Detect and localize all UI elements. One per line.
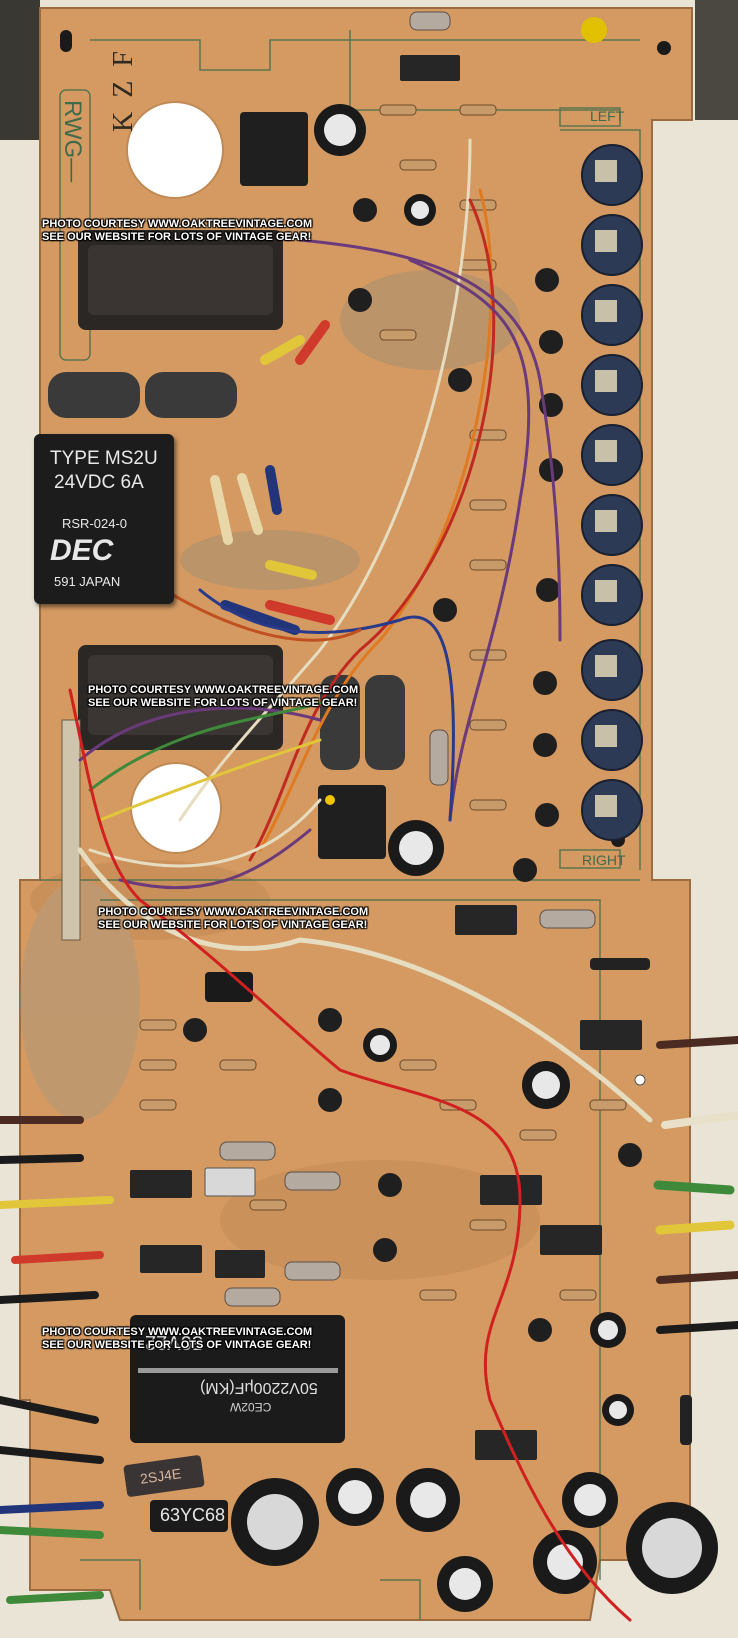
watermark-2: PHOTO COURTESY WWW.OAKTREEVINTAGE.COM SE… bbox=[88, 684, 358, 710]
relay-part-no: RSR-024-0 bbox=[62, 516, 128, 531]
big-cap-marking-1: 50V2200μF(KM) bbox=[200, 1379, 318, 1396]
filter-capacitor bbox=[130, 1315, 345, 1443]
label-right: RIGHT bbox=[582, 852, 626, 868]
watermark-line1: PHOTO COURTESY WWW.OAKTREEVINTAGE.COM bbox=[42, 1326, 313, 1338]
watermark-line1: PHOTO COURTESY WWW.OAKTREEVINTAGE.COM bbox=[88, 684, 359, 696]
power-transistors bbox=[130, 55, 642, 1460]
resistors bbox=[139, 11, 627, 1307]
slot-hole bbox=[60, 30, 72, 52]
scanner-edge-left bbox=[0, 0, 40, 140]
watermark-3: PHOTO COURTESY WWW.OAKTREEVINTAGE.COM SE… bbox=[98, 906, 368, 932]
film-capacitor-a bbox=[123, 1455, 205, 1497]
electrolytic-caps bbox=[205, 104, 718, 1612]
silkscreen-kzf: KZF bbox=[108, 37, 139, 132]
transistors bbox=[183, 198, 642, 1342]
relay-origin: 591 JAPAN bbox=[54, 574, 121, 589]
fuse-holder bbox=[145, 372, 237, 418]
watermark-line1: PHOTO COURTESY WWW.OAKTREEVINTAGE.COM bbox=[42, 218, 313, 230]
bridge-rectifier bbox=[240, 112, 308, 186]
mounting-hole-top bbox=[126, 101, 224, 199]
mounting-hole-middle bbox=[130, 762, 222, 854]
big-cap-marking-3: CE02W bbox=[230, 1400, 272, 1414]
film-capacitor-b bbox=[150, 1500, 228, 1532]
cap-b-marking: 63YC68 bbox=[160, 1505, 226, 1525]
fuse-holder bbox=[365, 675, 405, 770]
wire-stubs bbox=[0, 320, 738, 1604]
label-left: LEFT bbox=[590, 108, 625, 124]
bridge-rectifier bbox=[318, 785, 386, 859]
relay-rating: 24VDC 6A bbox=[54, 472, 144, 493]
watermark-line2: SEE OUR WEBSITE FOR LOTS OF VINTAGE GEAR… bbox=[88, 697, 358, 709]
silkscreen-rwg: RWG— bbox=[59, 100, 86, 183]
watermark-line2: SEE OUR WEBSITE FOR LOTS OF VINTAGE GEAR… bbox=[98, 919, 368, 931]
relay: TYPE MS2U 24VDC 6A RSR-024-0 DEC 591 JAP… bbox=[34, 434, 174, 604]
watermark-line2: SEE OUR WEBSITE FOR LOTS OF VINTAGE GEAR… bbox=[42, 231, 312, 243]
watermark-1: PHOTO COURTESY WWW.OAKTREEVINTAGE.COM SE… bbox=[42, 218, 312, 244]
watermark-4: PHOTO COURTESY WWW.OAKTREEVINTAGE.COM SE… bbox=[42, 1326, 312, 1352]
relay-type: TYPE MS2U bbox=[50, 448, 158, 469]
scanner-edge-right bbox=[695, 0, 738, 120]
watermark-line1: PHOTO COURTESY WWW.OAKTREEVINTAGE.COM bbox=[98, 906, 369, 918]
watermark-line2: SEE OUR WEBSITE FOR LOTS OF VINTAGE GEAR… bbox=[42, 1339, 312, 1351]
pin-header bbox=[61, 719, 81, 941]
diodes bbox=[590, 958, 692, 1445]
screw-hole bbox=[657, 41, 671, 55]
ceramic-capacitor bbox=[581, 17, 607, 43]
screw-hole bbox=[634, 1074, 646, 1086]
relay-brand: DEC bbox=[50, 534, 114, 567]
fuse-holder bbox=[48, 372, 140, 418]
wire-harness bbox=[68, 138, 653, 1622]
trim-pots bbox=[581, 144, 643, 841]
ceramic-resistor bbox=[204, 1167, 256, 1197]
